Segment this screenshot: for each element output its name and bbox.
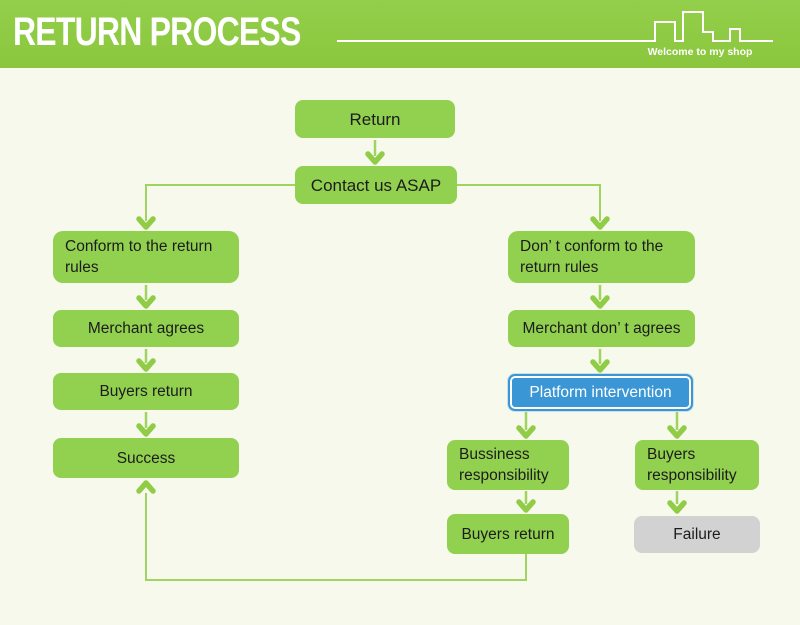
arrowhead [667,425,687,439]
arrowhead-up [136,480,156,494]
node-buyers-return-left: Buyers return [53,373,239,410]
page-title: RETURN PROCESS [13,10,301,54]
arrowhead [590,295,610,309]
header: RETURN PROCESS Welcome to my shop [0,0,800,68]
edge-contact-dontconform [457,184,601,221]
node-merchant-dont-agrees: Merchant don’ t agrees [508,310,695,347]
arrowhead [136,358,156,372]
arrowhead [590,359,610,373]
node-success: Success [53,438,239,478]
arrowhead [667,500,687,514]
arrowhead [365,151,385,165]
node-return: Return [295,100,455,138]
arrowhead [136,423,156,437]
arrowhead [516,499,536,513]
arrowhead [516,425,536,439]
arrowhead [590,216,610,230]
node-contact-us-asap: Contact us ASAP [295,166,457,204]
edge-contact-conform [145,184,295,221]
arrowhead [136,295,156,309]
node-merchant-agrees: Merchant agrees [53,310,239,347]
node-buyers-return-right: Buyers return [447,514,569,554]
arrowhead [136,216,156,230]
shop-tagline: Welcome to my shop [647,46,753,58]
skyline-icon [337,11,773,42]
node-platform-intervention: Platform intervention [508,374,693,411]
edge-buyersreturn-success-loop [145,493,527,581]
node-failure: Failure [634,516,760,553]
